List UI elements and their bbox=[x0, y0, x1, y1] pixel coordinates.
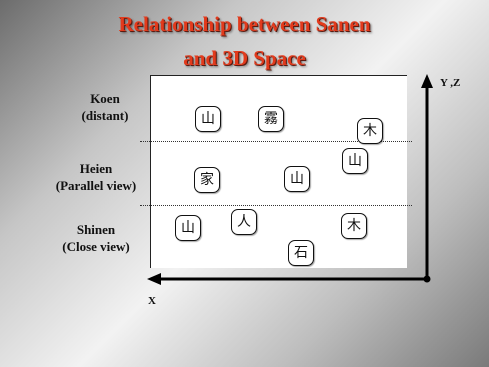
kanji-mountain-close: 山 bbox=[175, 215, 201, 241]
zone-desc-shinen: (Close view) bbox=[62, 239, 130, 254]
zone-name-shinen: Shinen bbox=[76, 222, 116, 237]
kanji-tree-close: 木 bbox=[341, 213, 367, 239]
zone-desc-koen: (distant) bbox=[81, 108, 129, 123]
zone-divider-lower bbox=[140, 205, 412, 206]
zone-label-koen: Koen (distant) bbox=[60, 90, 150, 124]
kanji-person-close: 人 bbox=[231, 209, 257, 235]
horizontal-axis-label: X bbox=[148, 295, 156, 307]
kanji-tree-distant: 木 bbox=[357, 118, 383, 144]
zone-name-heien: Heien bbox=[79, 161, 113, 176]
zone-desc-heien: (Parallel view) bbox=[55, 178, 137, 193]
kanji-mountain-distant: 山 bbox=[195, 106, 221, 132]
axis-origin bbox=[423, 275, 431, 283]
zone-name-koen: Koen bbox=[90, 91, 120, 106]
slide-title-line-1: Relationship between Sanen bbox=[118, 12, 371, 36]
slide-title-line-2: and 3D Space bbox=[183, 46, 306, 70]
kanji-stone-close: 石 bbox=[288, 240, 314, 266]
zone-label-heien: Heien (Parallel view) bbox=[40, 160, 152, 194]
kanji-mist-distant: 霧 bbox=[258, 106, 284, 132]
zone-label-shinen: Shinen (Close view) bbox=[48, 221, 144, 255]
zone-divider-upper bbox=[140, 141, 412, 142]
kanji-mountain-parallel: 山 bbox=[284, 166, 310, 192]
kanji-house-parallel: 家 bbox=[194, 167, 220, 193]
kanji-mountain-parallel-right: 山 bbox=[342, 148, 368, 174]
x-axis-arrowhead bbox=[147, 273, 161, 285]
y-axis-arrowhead bbox=[421, 74, 433, 88]
vertical-axis-label: Y ,Z bbox=[440, 77, 461, 89]
